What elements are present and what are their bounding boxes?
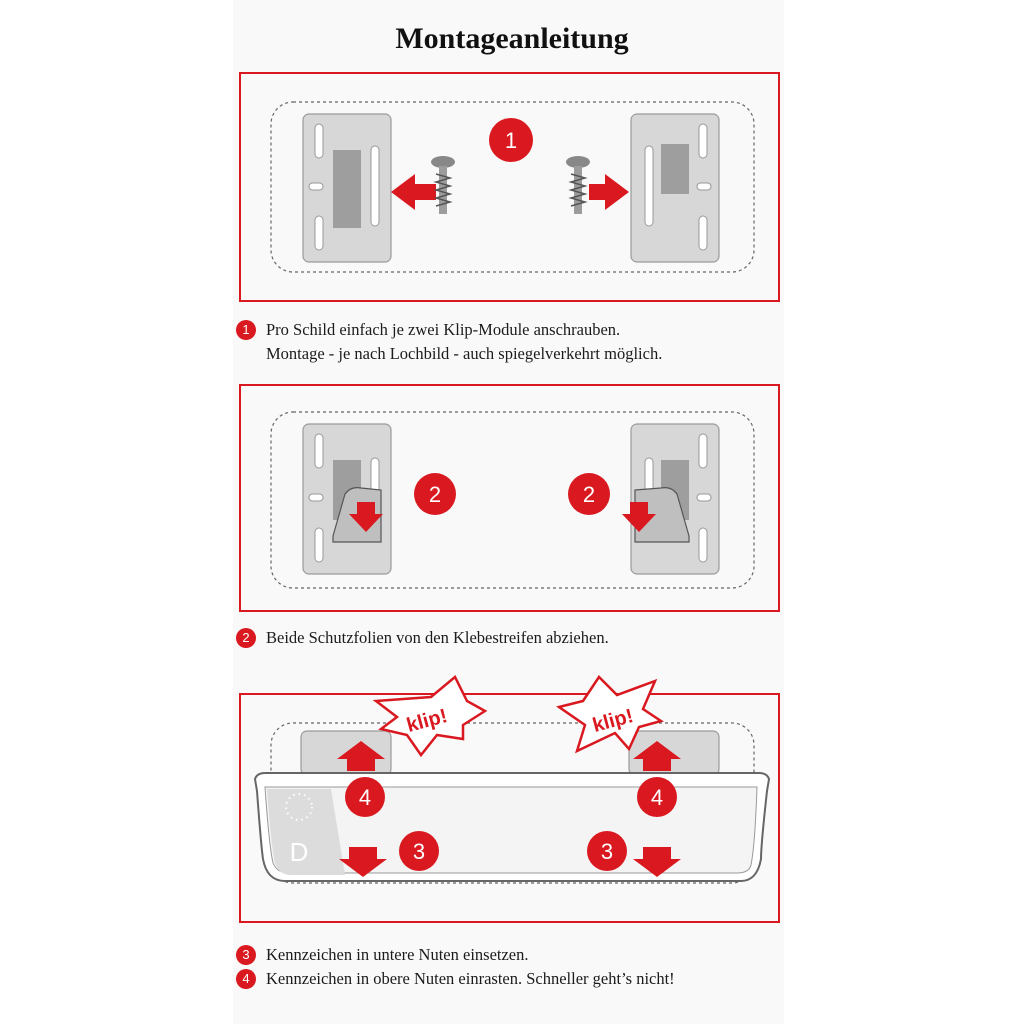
klip-burst-left: klip! bbox=[372, 675, 488, 758]
step1-number-badge: 1 bbox=[236, 320, 256, 340]
plate-country-code: D bbox=[290, 837, 309, 867]
step1-illustration: 1 bbox=[270, 101, 755, 273]
step1-text-line2: Montage - je nach Lochbild - auch spiege… bbox=[266, 344, 663, 363]
screw-right-icon bbox=[566, 156, 590, 214]
eu-stars-icon bbox=[285, 793, 313, 821]
arrow-down-right-icon bbox=[633, 847, 681, 877]
arrow-up-left-icon bbox=[337, 741, 385, 771]
step1-badge-number: 1 bbox=[505, 128, 517, 153]
right-clip-module bbox=[630, 113, 720, 263]
step3-number-badge: 3 bbox=[236, 945, 256, 965]
step2-number-badge: 2 bbox=[236, 628, 256, 648]
klip-burst-right: klip! bbox=[556, 675, 664, 754]
step4-text: Kennzeichen in obere Nuten einrasten. Sc… bbox=[266, 969, 675, 988]
page-title: Montageanleitung bbox=[395, 22, 629, 55]
step3-badge-left-number: 3 bbox=[413, 839, 425, 864]
step2-illustration: 2 2 bbox=[270, 411, 755, 589]
step4-number-badge: 4 bbox=[236, 969, 256, 989]
step1-badge bbox=[489, 118, 533, 162]
step4-badge-left bbox=[345, 777, 385, 817]
step4-badge-right-number: 4 bbox=[651, 785, 663, 810]
step34-panel: D 4 4 3 3 klip! klip! bbox=[239, 675, 780, 923]
arrow-down-left-icon bbox=[339, 847, 387, 877]
license-plate: D bbox=[253, 772, 771, 882]
step3-badge-right bbox=[587, 831, 627, 871]
step2-badge-left-number: 2 bbox=[429, 482, 441, 507]
step2-badge-right-number: 2 bbox=[583, 482, 595, 507]
arrow-right-icon bbox=[589, 174, 629, 210]
step2-caption: 2 Beide Schutzfolien von den Klebestreife… bbox=[236, 626, 609, 650]
left-clip-module bbox=[302, 423, 392, 575]
step4-badge-right bbox=[637, 777, 677, 817]
arrow-left-icon bbox=[391, 174, 436, 210]
step2-text: Beide Schutzfolien von den Klebestreifen… bbox=[266, 628, 609, 647]
step3-badge-left bbox=[399, 831, 439, 871]
step1-caption: 1 Pro Schild einfach je zwei Klip-Module … bbox=[236, 318, 662, 366]
step1-text-line1: Pro Schild einfach je zwei Klip-Module a… bbox=[266, 320, 621, 339]
left-clip-module bbox=[302, 113, 392, 263]
step2-badge-right bbox=[568, 473, 610, 515]
arrow-down-right-icon bbox=[622, 502, 656, 532]
step3-badge-right-number: 3 bbox=[601, 839, 613, 864]
right-clip-module bbox=[630, 423, 720, 575]
screw-left-icon bbox=[431, 156, 455, 214]
step1-panel: 1 bbox=[239, 72, 780, 302]
arrow-down-left-icon bbox=[349, 502, 383, 532]
arrow-up-right-icon bbox=[633, 741, 681, 771]
step2-badge-left bbox=[414, 473, 456, 515]
step4-badge-left-number: 4 bbox=[359, 785, 371, 810]
step34-illustration: D 4 4 3 3 klip! klip! bbox=[253, 675, 771, 884]
step3-text: Kennzeichen in untere Nuten einsetzen. bbox=[266, 945, 529, 964]
step2-panel: 2 2 bbox=[239, 384, 780, 612]
